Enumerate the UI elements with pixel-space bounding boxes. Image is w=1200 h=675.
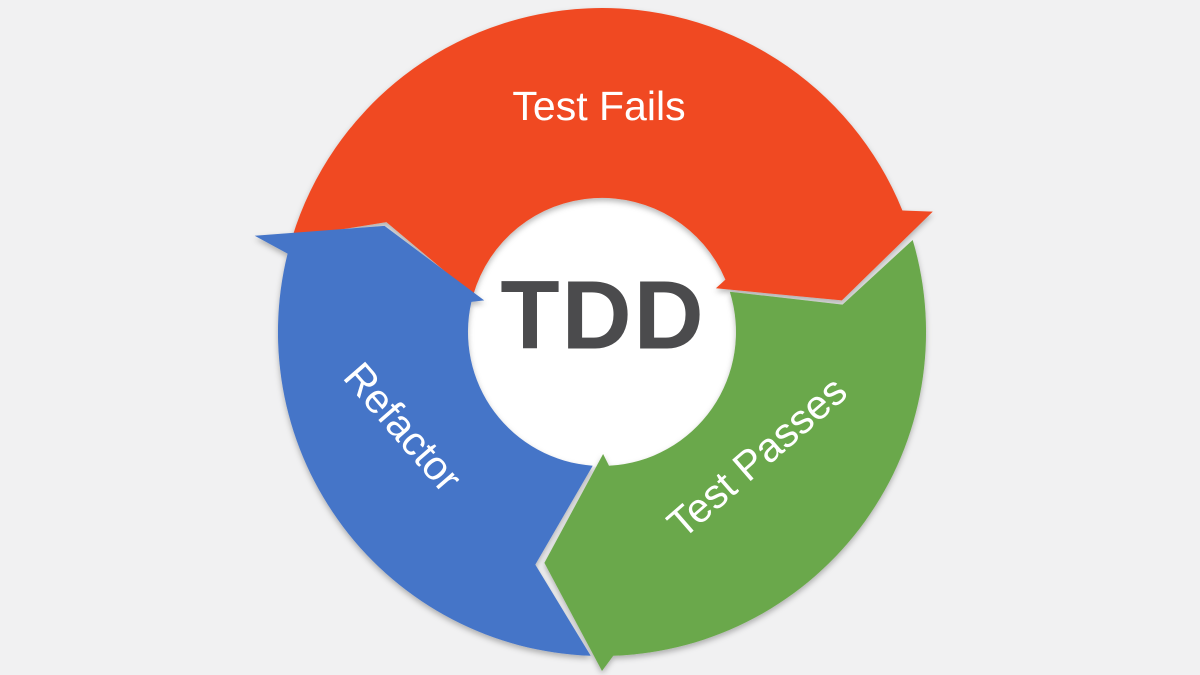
hub-circle [467, 197, 737, 467]
hub-label-tdd: TDD [500, 261, 705, 370]
segment-refactor-arrow [254, 225, 593, 656]
segment-test-passes-arrow [544, 240, 927, 671]
segment-test-fails-arrow [292, 8, 933, 301]
label-test-fails: Test Fails [512, 83, 685, 129]
